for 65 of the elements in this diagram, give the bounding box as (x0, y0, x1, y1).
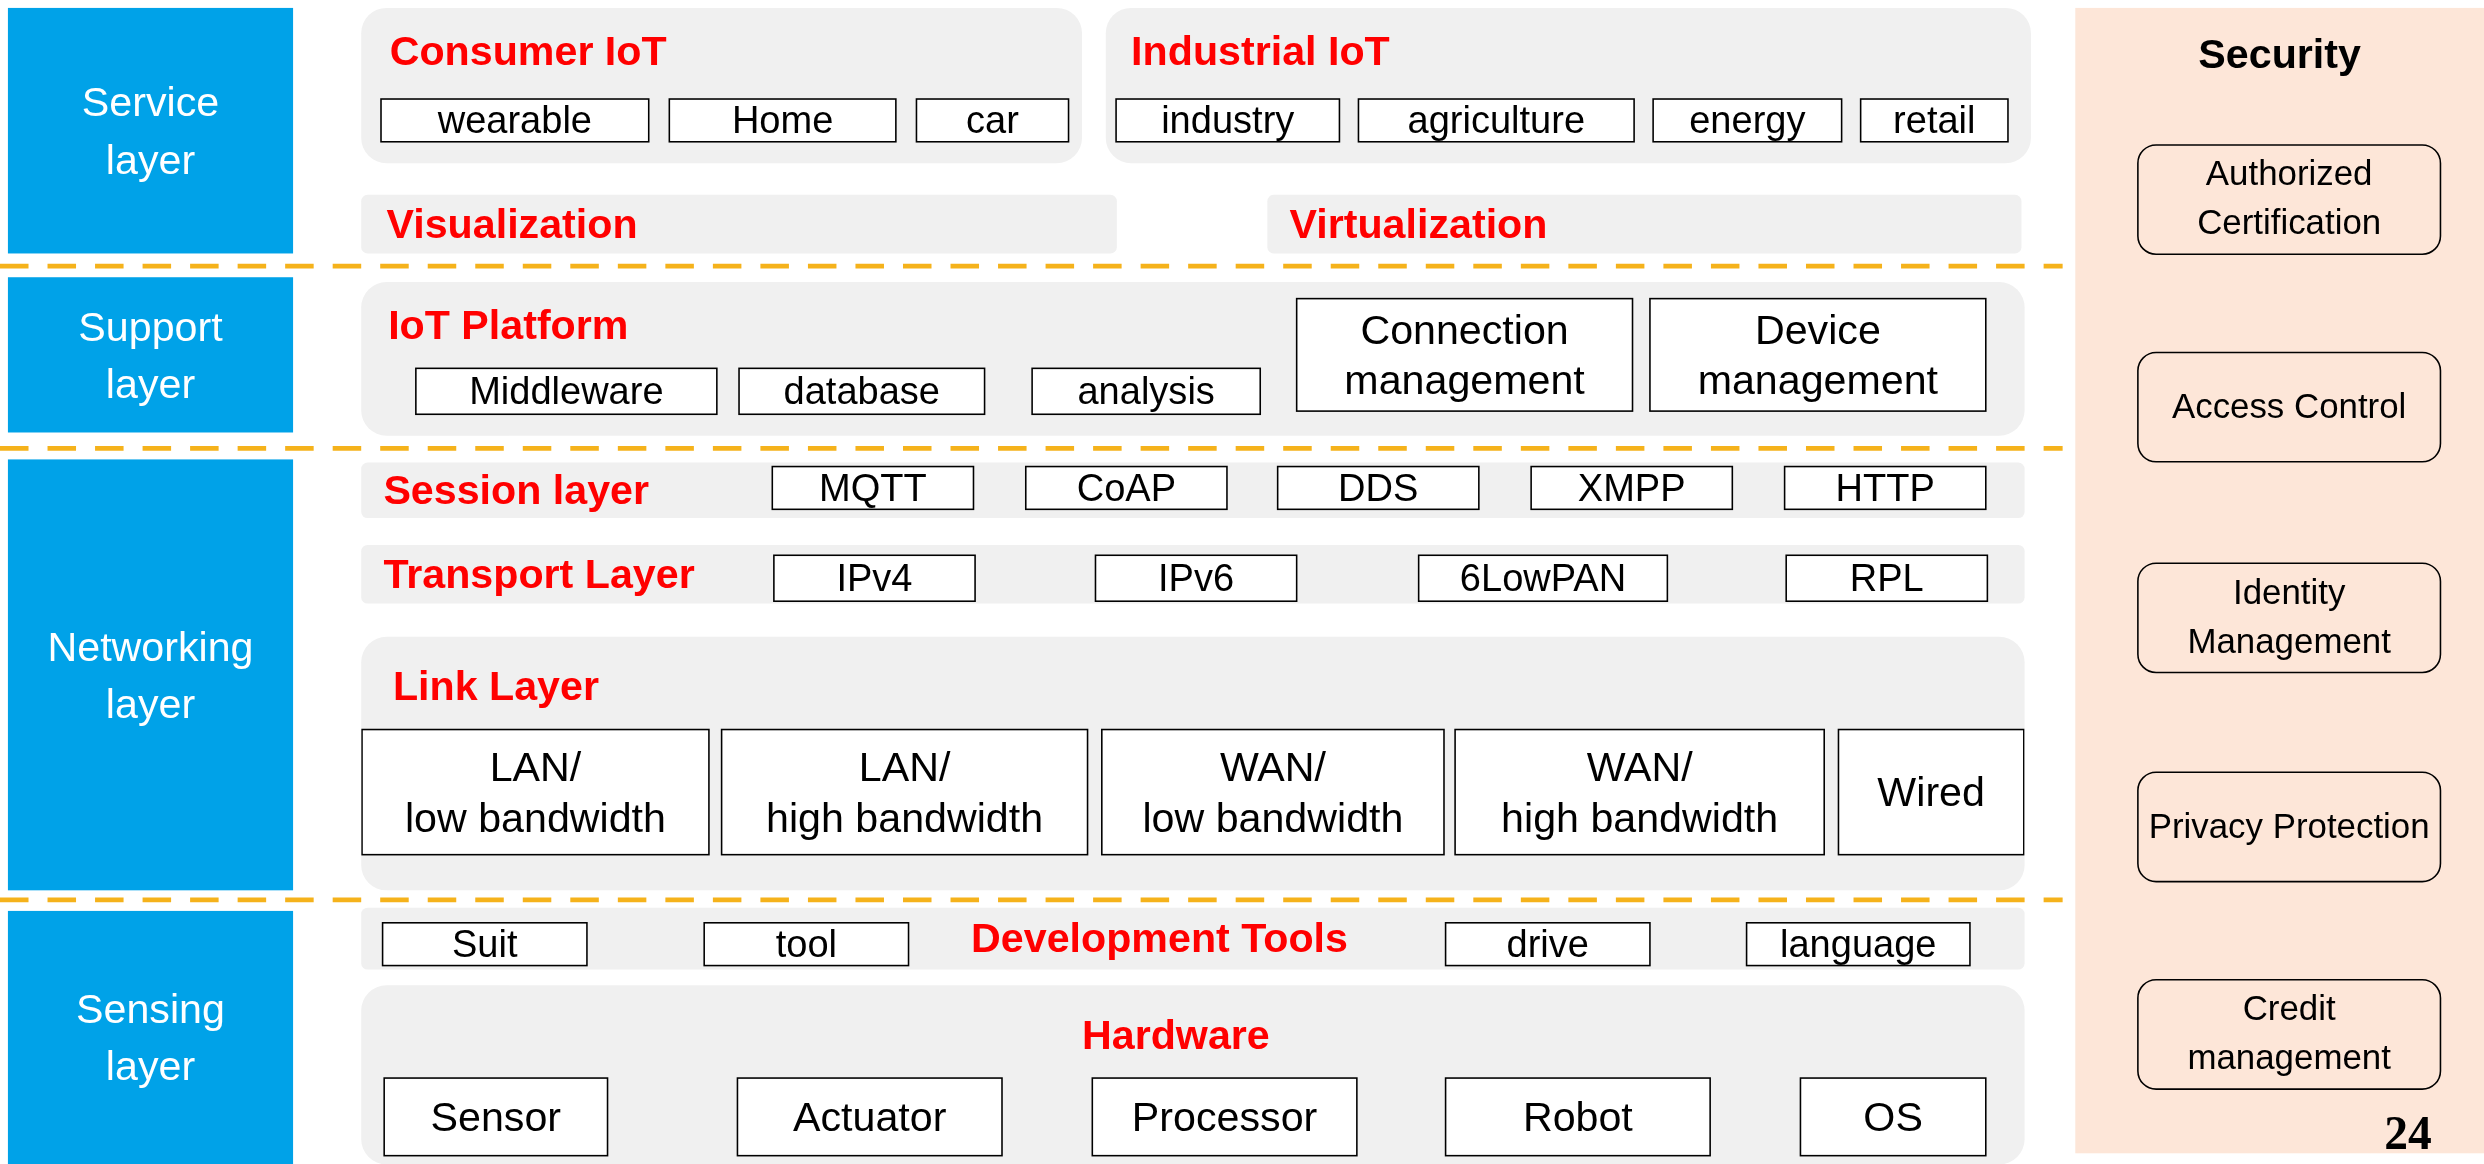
component-box: Robot (1444, 1077, 1711, 1157)
layer-heading: Link Layer (392, 662, 599, 712)
component-box: XMPP (1530, 465, 1734, 511)
component-box: car (915, 98, 1070, 143)
layer-band: Support layer (7, 277, 294, 433)
component-box: industry (1115, 98, 1341, 143)
layer-bar (361, 907, 2025, 970)
component-box: Device management (1649, 297, 1987, 412)
component-box: Processor (1091, 1077, 1358, 1157)
security-box: Identity Management (2137, 562, 2442, 674)
component-box: HTTP (1783, 465, 1987, 511)
component-box: Wired (1837, 728, 2025, 856)
component-box: LAN/ high bandwidth (720, 728, 1089, 856)
security-panel (2075, 7, 2484, 1154)
component-box: IPv4 (773, 554, 976, 602)
component-box: CoAP (1025, 465, 1228, 511)
component-box: tool (703, 922, 910, 967)
security-box: Access Control (2137, 351, 2442, 463)
layer-heading: IoT Platform (388, 301, 629, 351)
component-box: drive (1444, 922, 1651, 967)
layer-panel (361, 7, 1082, 164)
layer-heading: Virtualization (1289, 199, 1548, 249)
layer-panel (361, 636, 2025, 891)
layer-panel (1105, 7, 2031, 164)
security-box: Credit management (2137, 979, 2442, 1090)
component-box: energy (1652, 98, 1843, 143)
component-box: WAN/ high bandwidth (1454, 728, 1825, 856)
component-box: WAN/ low bandwidth (1101, 728, 1445, 856)
layer-bar (361, 544, 2025, 604)
layer-heading: Session layer (383, 465, 649, 516)
layer-band: Service layer (7, 7, 294, 254)
component-box: Actuator (736, 1077, 1003, 1157)
layer-heading: Hardware (1082, 1010, 1270, 1061)
layer-band: Sensing layer (7, 910, 294, 1164)
component-box: Sensor (383, 1077, 609, 1157)
layer-band: Networking layer (7, 459, 294, 891)
page-number: 24 (2384, 1105, 2432, 1160)
component-box: agriculture (1357, 98, 1635, 143)
component-box: database (738, 367, 986, 416)
component-box: wearable (380, 98, 650, 143)
panel-heading: Security (2197, 30, 2362, 80)
component-box: retail (1859, 98, 2009, 143)
component-box: 6LowPAN (1417, 554, 1669, 602)
component-box: OS (1799, 1077, 1987, 1157)
component-box: Suit (381, 922, 588, 967)
layer-heading: Visualization (386, 199, 638, 249)
layer-heading: Development Tools (971, 914, 1348, 964)
layer-heading: Consumer IoT (389, 26, 667, 77)
component-box: DDS (1276, 465, 1480, 511)
component-box: Middleware (415, 367, 718, 416)
layer-heading: Transport Layer (383, 549, 695, 600)
layer-panel (361, 282, 2025, 436)
component-box: IPv6 (1094, 554, 1298, 602)
component-box: analysis (1031, 367, 1261, 416)
component-box: LAN/ low bandwidth (361, 728, 710, 856)
security-box: Privacy Protection (2137, 771, 2442, 883)
security-box: Authorized Certification (2137, 144, 2442, 256)
layer-panel (361, 985, 2025, 1164)
component-box: MQTT (771, 465, 975, 511)
component-box: language (1745, 922, 1971, 967)
layer-bar (361, 462, 2025, 519)
component-box: RPL (1785, 554, 1989, 602)
component-box: Connection management (1295, 297, 1634, 412)
component-box: Home (668, 98, 897, 143)
layer-heading: Industrial IoT (1131, 26, 1390, 77)
